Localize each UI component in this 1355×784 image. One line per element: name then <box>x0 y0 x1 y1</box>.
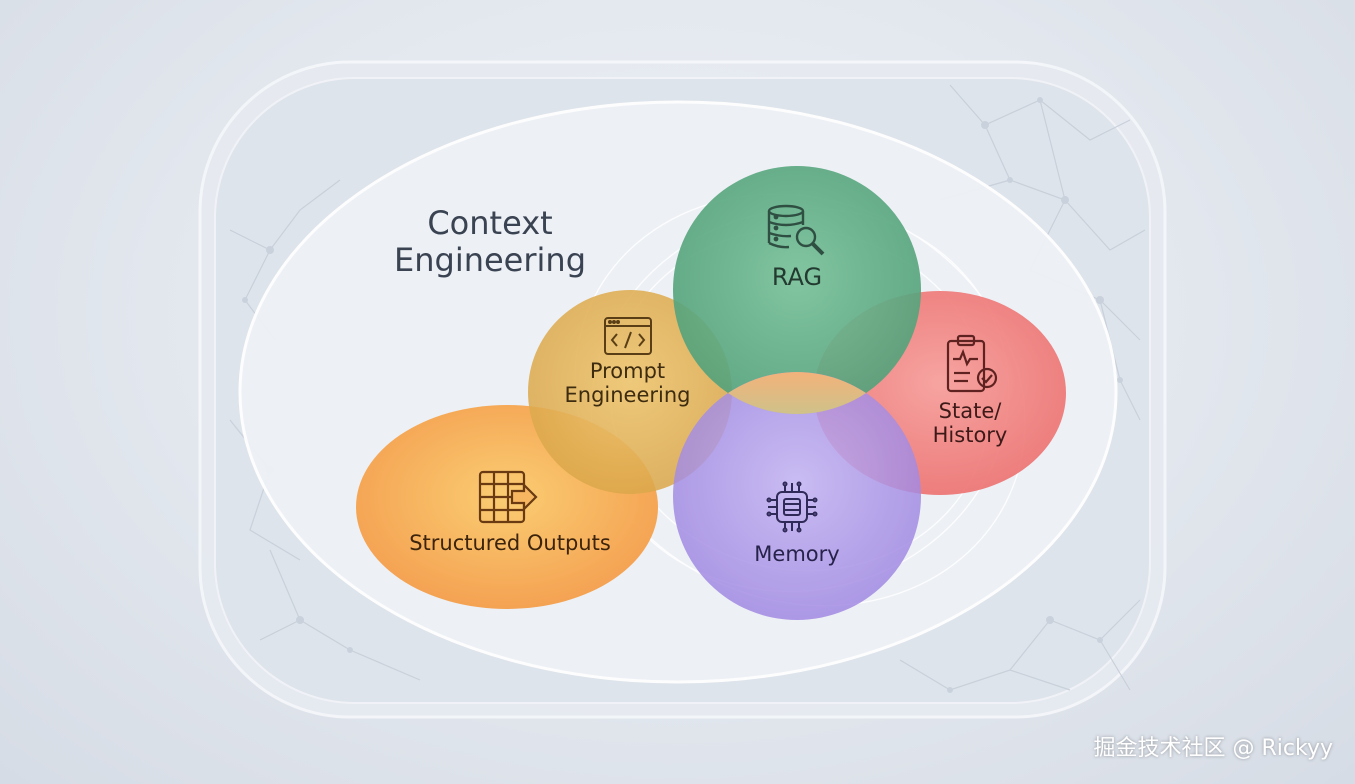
network-nodes <box>242 97 1123 693</box>
prompt-label-line-1: Prompt <box>589 359 666 383</box>
structured-outputs-label: Structured Outputs <box>409 531 611 555</box>
diagram-title: Context Engineering <box>350 205 630 279</box>
clipboard-check-icon <box>946 334 998 393</box>
watermark: 掘金技术社区 @ Rickyy <box>1093 736 1333 761</box>
prompt-engineering-label: Prompt Engineering <box>540 359 715 407</box>
state-label-line-1: State/ <box>938 399 1002 423</box>
code-window-icon <box>604 317 652 355</box>
state-label-line-2: History <box>932 422 1008 447</box>
chip-icon <box>766 481 818 533</box>
database-search-icon <box>767 204 825 256</box>
rag-label: RAG <box>771 263 823 291</box>
memory-circle <box>673 372 921 620</box>
state-history-label: State/ History <box>905 399 1035 447</box>
prompt-engineering-ellipse <box>528 290 732 494</box>
prompt-label-line-2: Engineering <box>564 382 691 407</box>
title-line-1: Context <box>427 204 553 242</box>
rag-circle <box>673 166 921 414</box>
memory-label: Memory <box>754 542 840 566</box>
table-arrow-icon <box>478 470 538 524</box>
title-line-2: Engineering <box>394 240 586 279</box>
